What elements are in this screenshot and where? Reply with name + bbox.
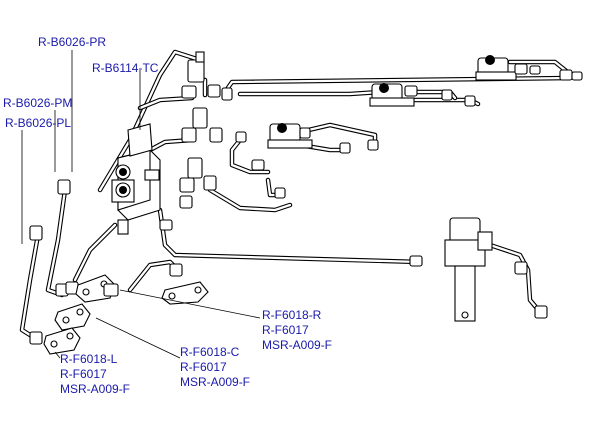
fittings <box>29 51 583 345</box>
label-b6026-pl: R-B6026-PL <box>5 116 72 130</box>
label-center-2: R-F6017 <box>180 360 227 374</box>
label-center-1: R-F6018-C <box>180 345 240 359</box>
valve-block <box>111 123 161 235</box>
regulator-3 <box>267 123 313 149</box>
regulator-2 <box>369 83 418 107</box>
solenoid-valve <box>444 217 493 322</box>
label-right-2: R-F6017 <box>262 323 309 337</box>
label-b6026-pr: R-B6026-PR <box>38 35 107 49</box>
manifold-plate-center <box>75 274 119 303</box>
label-group-right: R-F6018-R R-F6017 MSR-A009-F <box>262 308 332 353</box>
label-b6114-tc: R-B6114-TC <box>92 61 159 75</box>
label-left-1: R-F6018-L <box>60 352 118 366</box>
label-left-2: R-F6017 <box>60 367 107 381</box>
label-right-3: MSR-A009-F <box>262 338 333 352</box>
label-group-left: R-F6018-L R-F6017 MSR-A009-F <box>60 352 130 397</box>
leader-lines <box>21 50 261 359</box>
manifold-plate-left <box>43 303 91 355</box>
label-left-3: MSR-A009-F <box>60 382 131 396</box>
label-center-3: MSR-A009-F <box>180 375 251 389</box>
regulator-1 <box>475 55 541 81</box>
label-b6026-pm: R-B6026-PM <box>3 96 73 110</box>
label-right-1: R-F6018-R <box>262 308 322 322</box>
manifold-plate-right <box>161 281 209 305</box>
label-group-center: R-F6018-C R-F6017 MSR-A009-F <box>180 345 250 390</box>
